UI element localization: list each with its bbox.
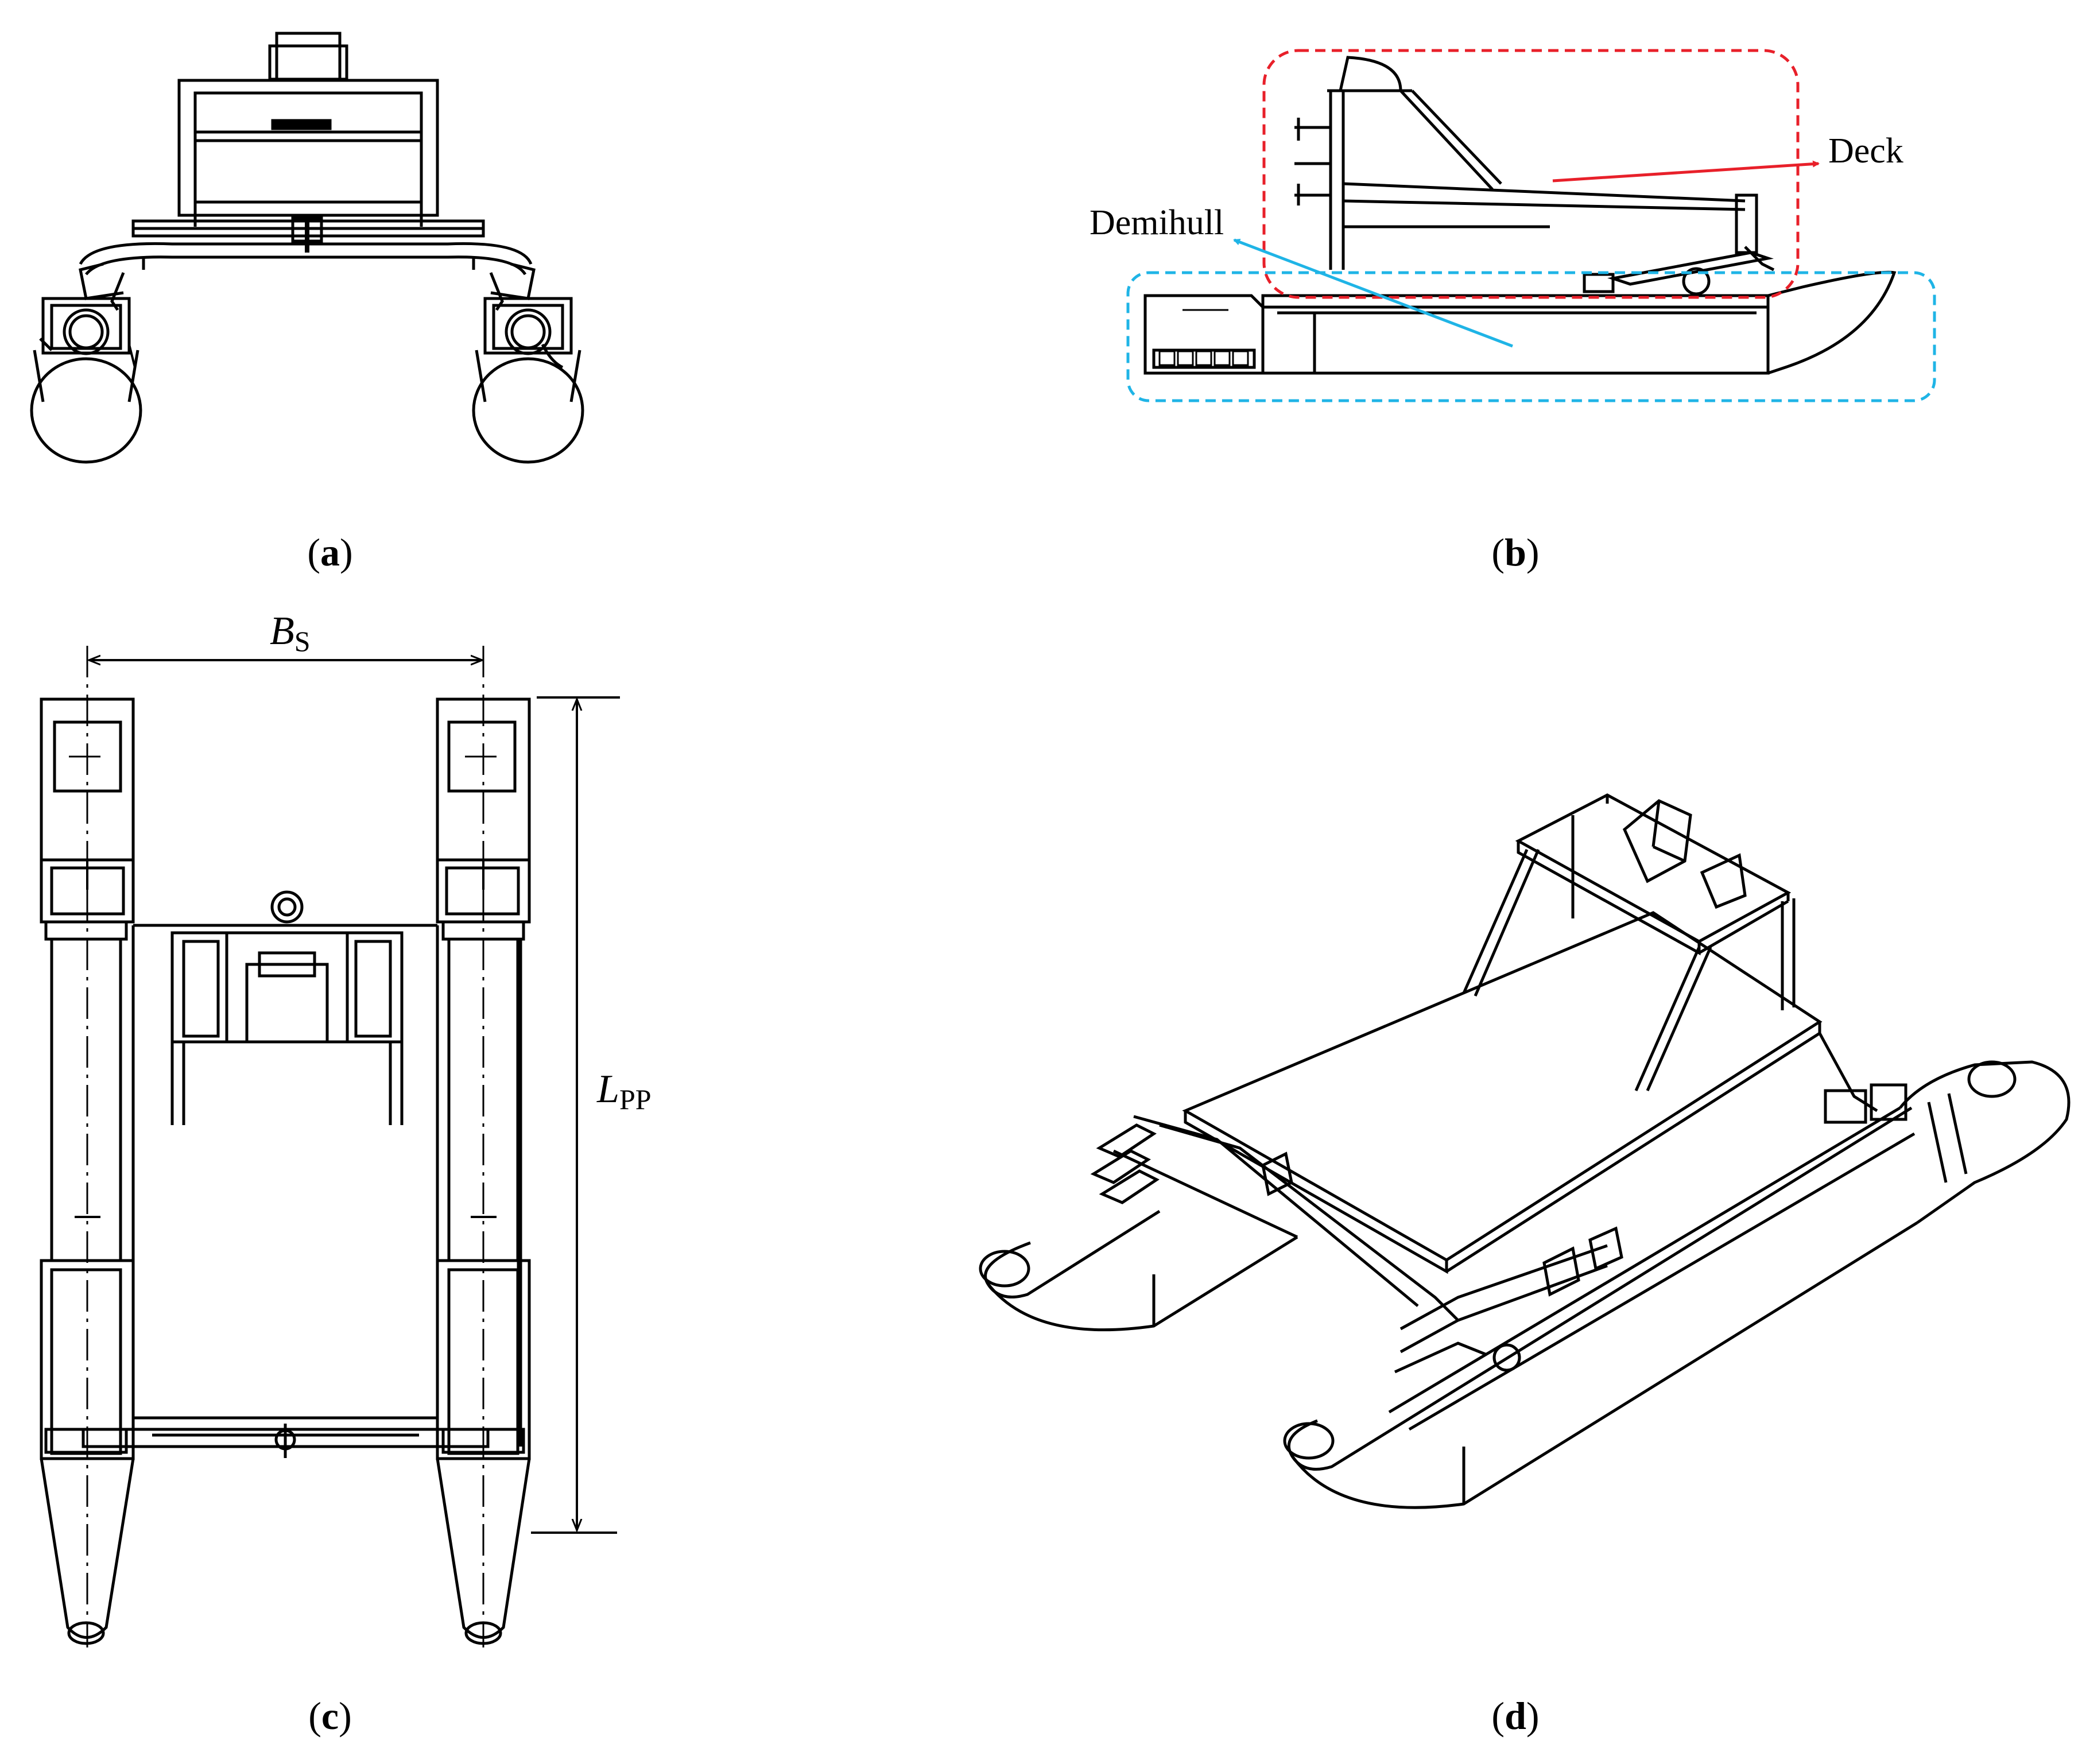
deck-label: Deck (1828, 131, 1903, 170)
deck-arrow (1552, 160, 1820, 183)
beam-dimension-label: BS (270, 609, 311, 657)
panel-d-isometric-view (979, 793, 2071, 1509)
demihull-highlight-box (1126, 271, 1936, 402)
deck-highlight-box (1262, 49, 1800, 299)
caption-a: (a) (307, 530, 352, 574)
panel-a-front-view (30, 32, 584, 464)
caption-d: (d) (1491, 1694, 1539, 1738)
caption-b: (b) (1491, 530, 1539, 574)
demihull-label: Demihull (1090, 203, 1224, 242)
caption-c: (c) (308, 1694, 352, 1738)
length-dimension-label: LPP (596, 1067, 652, 1115)
panel-c-top-view: BS LPP (40, 609, 652, 1647)
panel-b-side-view: Deck Demihull (1090, 49, 1936, 402)
demihull-arrow (1233, 238, 1513, 348)
